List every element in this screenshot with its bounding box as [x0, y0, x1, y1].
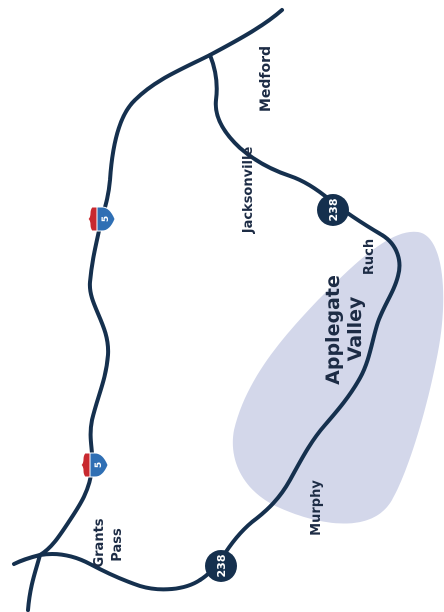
label-medford: Medford	[258, 46, 274, 112]
label-region-applegate: Applegate	[322, 275, 344, 385]
applegate-valley-region	[232, 231, 444, 524]
interstate-5-shield-north-label: 5	[101, 216, 111, 222]
route-238-shield-north-label: 238	[327, 199, 340, 222]
label-murphy: Murphy	[309, 480, 324, 536]
route-238-shield-north: 238	[317, 194, 349, 226]
grants-pass-road-south	[26, 553, 42, 612]
grants-pass-road-west	[12, 552, 202, 592]
interstate-5-shield-south-label: 5	[94, 462, 104, 468]
route-238-shield-south: 238	[205, 550, 237, 582]
label-region-valley: Valley	[344, 296, 366, 361]
label-pass: Pass	[110, 528, 125, 562]
label-grants: Grants	[92, 518, 107, 567]
interstate-5-shield-north: 5	[87, 206, 116, 232]
route-238-road	[198, 53, 402, 582]
label-jacksonville: Jacksonville	[241, 147, 256, 235]
route-238-shield-south-label: 238	[215, 555, 228, 578]
label-ruch: Ruch	[362, 239, 377, 275]
interstate-5-shield-south: 5	[80, 452, 109, 478]
